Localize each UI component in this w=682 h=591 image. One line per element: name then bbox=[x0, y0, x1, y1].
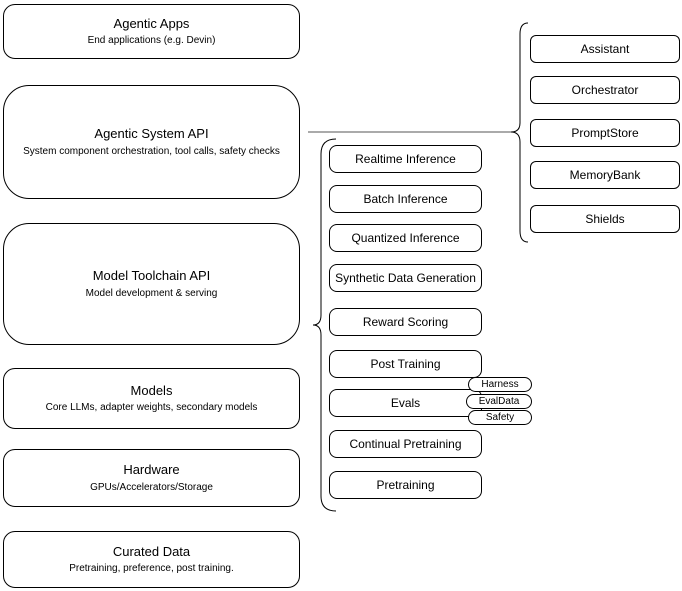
node-label: Pretraining bbox=[376, 478, 435, 492]
node-model-toolchain-api: Model Toolchain API Model development & … bbox=[3, 223, 300, 345]
node-memorybank: MemoryBank bbox=[530, 161, 680, 189]
node-assistant: Assistant bbox=[530, 35, 680, 63]
node-title: Models bbox=[130, 382, 173, 398]
node-label: Orchestrator bbox=[571, 83, 639, 97]
node-label: Realtime Inference bbox=[355, 152, 456, 166]
node-title: Agentic System API bbox=[94, 126, 209, 142]
node-subtitle: Pretraining, preference, post training. bbox=[69, 563, 234, 575]
node-evals: Evals bbox=[329, 389, 482, 417]
node-subtitle: Model development & serving bbox=[85, 287, 218, 299]
node-agentic-system-api: Agentic System API System component orch… bbox=[3, 85, 300, 199]
node-synthetic-data-generation: Synthetic Data Generation bbox=[329, 264, 482, 292]
node-label: Evals bbox=[390, 396, 421, 410]
node-label: Post Training bbox=[370, 357, 441, 371]
tag-safety: Safety bbox=[468, 410, 532, 425]
tag-label: Harness bbox=[481, 379, 519, 390]
node-title: Agentic Apps bbox=[113, 15, 190, 31]
node-label: Shields bbox=[585, 212, 625, 226]
node-quantized-inference: Quantized Inference bbox=[329, 224, 482, 252]
node-agentic-apps: Agentic Apps End applications (e.g. Devi… bbox=[3, 4, 300, 59]
tag-label: EvalData bbox=[478, 396, 520, 407]
node-continual-pretraining: Continual Pretraining bbox=[329, 430, 482, 458]
node-curated-data: Curated Data Pretraining, preference, po… bbox=[3, 531, 300, 588]
tag-evaldata: EvalData bbox=[466, 394, 532, 409]
node-label: PromptStore bbox=[571, 126, 639, 140]
node-label: Batch Inference bbox=[363, 192, 448, 206]
tag-label: Safety bbox=[485, 412, 515, 423]
node-label: Reward Scoring bbox=[362, 315, 449, 329]
system-components-brace bbox=[510, 22, 529, 243]
node-promptstore: PromptStore bbox=[530, 119, 680, 147]
node-orchestrator: Orchestrator bbox=[530, 76, 680, 104]
node-reward-scoring: Reward Scoring bbox=[329, 308, 482, 336]
node-pretraining: Pretraining bbox=[329, 471, 482, 499]
node-subtitle: System component orchestration, tool cal… bbox=[23, 145, 280, 157]
tag-harness: Harness bbox=[468, 377, 532, 392]
node-label: Assistant bbox=[580, 42, 630, 56]
node-title: Hardware bbox=[123, 462, 180, 478]
node-subtitle: GPUs/Accelerators/Storage bbox=[90, 481, 213, 493]
node-hardware: Hardware GPUs/Accelerators/Storage bbox=[3, 449, 300, 507]
node-post-training: Post Training bbox=[329, 350, 482, 378]
node-subtitle: Core LLMs, adapter weights, secondary mo… bbox=[45, 402, 258, 414]
node-label: Synthetic Data Generation bbox=[335, 271, 476, 285]
node-label: MemoryBank bbox=[569, 168, 641, 182]
node-label: Continual Pretraining bbox=[349, 437, 462, 451]
node-subtitle: End applications (e.g. Devin) bbox=[87, 35, 216, 47]
node-title: Curated Data bbox=[112, 543, 191, 559]
node-label: Quantized Inference bbox=[351, 231, 460, 245]
node-realtime-inference: Realtime Inference bbox=[329, 145, 482, 173]
node-batch-inference: Batch Inference bbox=[329, 185, 482, 213]
node-title: Model Toolchain API bbox=[92, 268, 211, 284]
node-models: Models Core LLMs, adapter weights, secon… bbox=[3, 368, 300, 429]
node-shields: Shields bbox=[530, 205, 680, 233]
